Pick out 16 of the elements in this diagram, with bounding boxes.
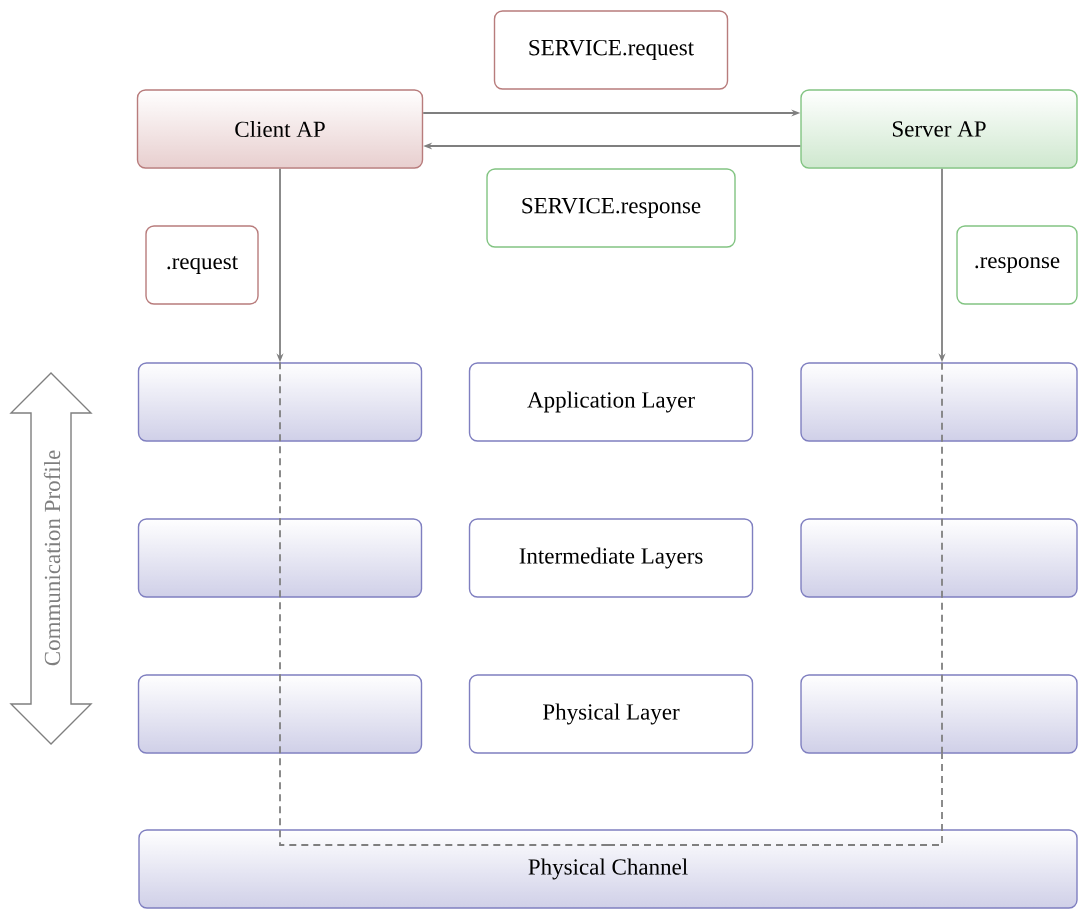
layer-box: Intermediate Layers [468, 518, 754, 598]
primitive-label-box: SERVICE.request [493, 10, 729, 90]
channel-box: Physical Channel [138, 829, 1078, 909]
layer-box: Application Layer [468, 362, 754, 442]
primitive-label-box: SERVICE.response [486, 168, 736, 248]
layer-box: Physical Layer [468, 674, 754, 754]
primitive-label-box: .response [956, 225, 1078, 305]
layer-box [137, 674, 423, 754]
process-box: Server AP [800, 89, 1078, 169]
layer-box [137, 518, 423, 598]
layer-box [137, 362, 423, 442]
primitive-label-box: .request [145, 225, 259, 305]
layer-box [800, 362, 1078, 442]
process-box: Client AP [136, 89, 424, 169]
layer-box [800, 674, 1078, 754]
layer-box [800, 518, 1078, 598]
